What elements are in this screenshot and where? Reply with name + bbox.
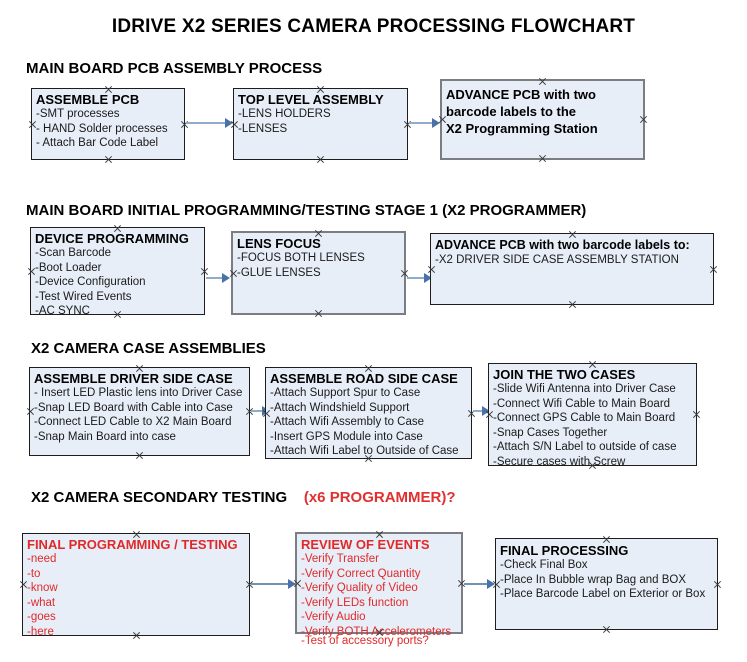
connector-arrow — [473, 410, 489, 412]
resize-handle-bottom[interactable] — [568, 300, 577, 309]
box-line: -AC SYNC — [35, 305, 90, 317]
box-line: -Verify Correct Quantity — [301, 567, 421, 580]
box-line: -SMT processes — [36, 108, 120, 120]
connector-arrow — [186, 122, 230, 124]
box-line: -Attach S/N Label to outside of case — [493, 441, 677, 453]
connector-arrow — [407, 277, 431, 279]
box-line: -Insert GPS Module into Case — [270, 430, 423, 443]
arrow-head-icon — [222, 273, 230, 283]
box-title: ASSEMBLE DRIVER SIDE CASE — [34, 371, 233, 386]
box-title: ADVANCE PCB with two — [446, 87, 596, 102]
box-line: -Snap Cases Together — [493, 426, 608, 439]
section-title-x2-camera-secondary-testing: X2 CAMERA SECONDARY TESTING (x6 PROGRAMM… — [31, 489, 456, 506]
box-title: ADVANCE PCB with two barcode labels to: — [435, 238, 690, 252]
box-title: REVIEW OF EVENTS — [301, 537, 430, 552]
section-title-x2-camera-case-assemblies: X2 CAMERA CASE ASSEMBLIES — [31, 340, 266, 357]
box-title: FINAL PROCESSING — [500, 543, 629, 558]
arrow-head-icon — [482, 406, 490, 416]
resize-handle-bottom[interactable] — [316, 155, 325, 164]
box-line: -Connect Wifi Cable to Main Board — [493, 397, 671, 410]
section-title-main-board-pcb-assembly: MAIN BOARD PCB ASSEMBLY PROCESS — [26, 60, 323, 77]
box-line: -LENSES — [238, 122, 288, 135]
box-line: -Snap Main Board into case — [34, 430, 176, 443]
box-line: -LENS HOLDERS — [238, 108, 331, 120]
box-join-the-two-cases[interactable]: JOIN THE TWO CASES -Slide Wifi Antenna i… — [488, 363, 697, 468]
box-assemble-road-side-case[interactable]: ASSEMBLE ROAD SIDE CASE -Attach Support … — [265, 367, 472, 459]
arrow-head-icon — [225, 118, 233, 128]
box-line: -Attach Support Spur to Case — [270, 387, 421, 399]
box-line: -FOCUS BOTH LENSES — [237, 252, 365, 264]
box-device-programming[interactable]: DEVICE PROGRAMMING -Scan Barcode -Boot L… — [30, 227, 205, 317]
box-title: barcode labels to the — [446, 104, 577, 119]
box-title: DEVICE PROGRAMMING — [35, 231, 189, 246]
box-line: -Attach Wifi Label to Outside of Case — [270, 445, 459, 457]
resize-handle-bottom[interactable] — [602, 625, 611, 634]
box-line: -Slide Wifi Antenna into Driver Case — [493, 383, 676, 395]
box-line: - Insert LED Plastic lens into Driver Ca… — [34, 387, 243, 399]
box-title: ASSEMBLE ROAD SIDE CASE — [270, 371, 458, 386]
box-line: -Verify Audio — [301, 611, 366, 623]
box-title: FINAL PROGRAMMING / TESTING — [27, 537, 238, 552]
box-line: - Attach Bar Code Label — [36, 137, 159, 149]
box-advance-pcb-driver-side-case[interactable]: ADVANCE PCB with two barcode labels to: … — [430, 233, 714, 305]
box-line: -Connect GPS Cable to Main Board — [493, 412, 676, 424]
box-line: -Verify BOTH Accelerometers — [301, 625, 452, 638]
resize-handle-bottom[interactable] — [135, 451, 144, 460]
box-line: -Verify LEDs function — [301, 596, 409, 609]
box-line: -Place Barcode Label on Exterior or Box — [500, 588, 706, 600]
box-line: -here — [27, 625, 54, 638]
box-line: -Verify Transfer — [301, 553, 379, 565]
arrow-head-icon — [424, 273, 432, 283]
connector-arrow — [251, 583, 296, 585]
box-title: LENS FOCUS — [237, 236, 321, 251]
box-line: -GLUE LENSES — [237, 266, 321, 279]
box-final-programming-testing[interactable]: FINAL PROGRAMMING / TESTING -need -to -k… — [22, 533, 250, 638]
connector-arrow — [464, 583, 494, 585]
box-title: X2 Programming Station — [446, 121, 598, 136]
box-title: JOIN THE TWO CASES — [493, 367, 636, 382]
resize-handle-bottom[interactable] — [538, 154, 547, 163]
box-line: -Device Configuration — [35, 276, 146, 288]
box-line: -Test Wired Events — [35, 290, 132, 303]
box-line: -Attach Wifi Assembly to Case — [270, 416, 425, 428]
arrow-head-icon — [432, 118, 440, 128]
resize-handle-bottom[interactable] — [104, 155, 113, 164]
box-line: -Check Final Box — [500, 559, 588, 571]
box-line: -Connect LED Cable to X2 Main Board — [34, 416, 232, 428]
box-line: -goes — [27, 611, 56, 623]
box-line: -Boot Loader — [35, 261, 102, 274]
box-line: -Verify Quality of Video — [301, 582, 418, 594]
arrow-head-icon — [487, 579, 495, 589]
box-line: -X2 DRIVER SIDE CASE ASSEMBLY STATION — [435, 254, 679, 266]
resize-handle-bottom[interactable] — [314, 309, 323, 318]
box-line: -Snap LED Board with Cable into Case — [34, 401, 233, 414]
section-title-text: X2 CAMERA SECONDARY TESTING — [31, 489, 288, 506]
box-top-level-assembly[interactable]: TOP LEVEL ASSEMBLY -LENS HOLDERS -LENSES — [233, 88, 408, 160]
connector-arrow — [251, 410, 268, 412]
section-title-accent: (x6 PROGRAMMER)? — [303, 489, 456, 506]
connector-arrow — [206, 277, 228, 279]
arrow-head-icon — [288, 579, 296, 589]
box-title: TOP LEVEL ASSEMBLY — [238, 92, 384, 107]
box-line: - HAND Solder processes — [36, 122, 168, 135]
section-title-main-board-initial-programming: MAIN BOARD INITIAL PROGRAMMING/TESTING S… — [26, 202, 587, 219]
box-line: -what — [27, 596, 56, 609]
box-line: -Scan Barcode — [35, 247, 112, 259]
box-line: -Attach Windshield Support — [270, 401, 410, 414]
box-lens-focus[interactable]: LENS FOCUS -FOCUS BOTH LENSES -GLUE LENS… — [231, 231, 406, 315]
box-assemble-driver-side-case[interactable]: ASSEMBLE DRIVER SIDE CASE - Insert LED P… — [29, 367, 250, 456]
box-review-of-events[interactable]: REVIEW OF EVENTS -Verify Transfer -Verif… — [295, 532, 463, 647]
box-line: -need — [27, 553, 57, 565]
box-final-processing[interactable]: FINAL PROCESSING -Check Final Box -Place… — [495, 538, 718, 630]
box-line: -Secure cases with Screw — [493, 455, 626, 468]
box-line: -know — [27, 582, 58, 594]
box-line: -Place In Bubble wrap Bag and BOX — [500, 573, 687, 586]
box-line-overflow: -Test of accessory ports? — [301, 635, 429, 647]
box-assemble-pcb[interactable]: ASSEMBLE PCB -SMT processes - HAND Solde… — [31, 88, 185, 160]
connector-arrow — [409, 122, 438, 124]
box-advance-pcb-programming-station[interactable]: ADVANCE PCB with two barcode labels to t… — [440, 79, 645, 160]
box-title: ASSEMBLE PCB — [36, 92, 140, 107]
page-title: IDRIVE X2 SERIES CAMERA PROCESSING FLOWC… — [111, 16, 636, 37]
box-line: -to — [27, 567, 41, 580]
